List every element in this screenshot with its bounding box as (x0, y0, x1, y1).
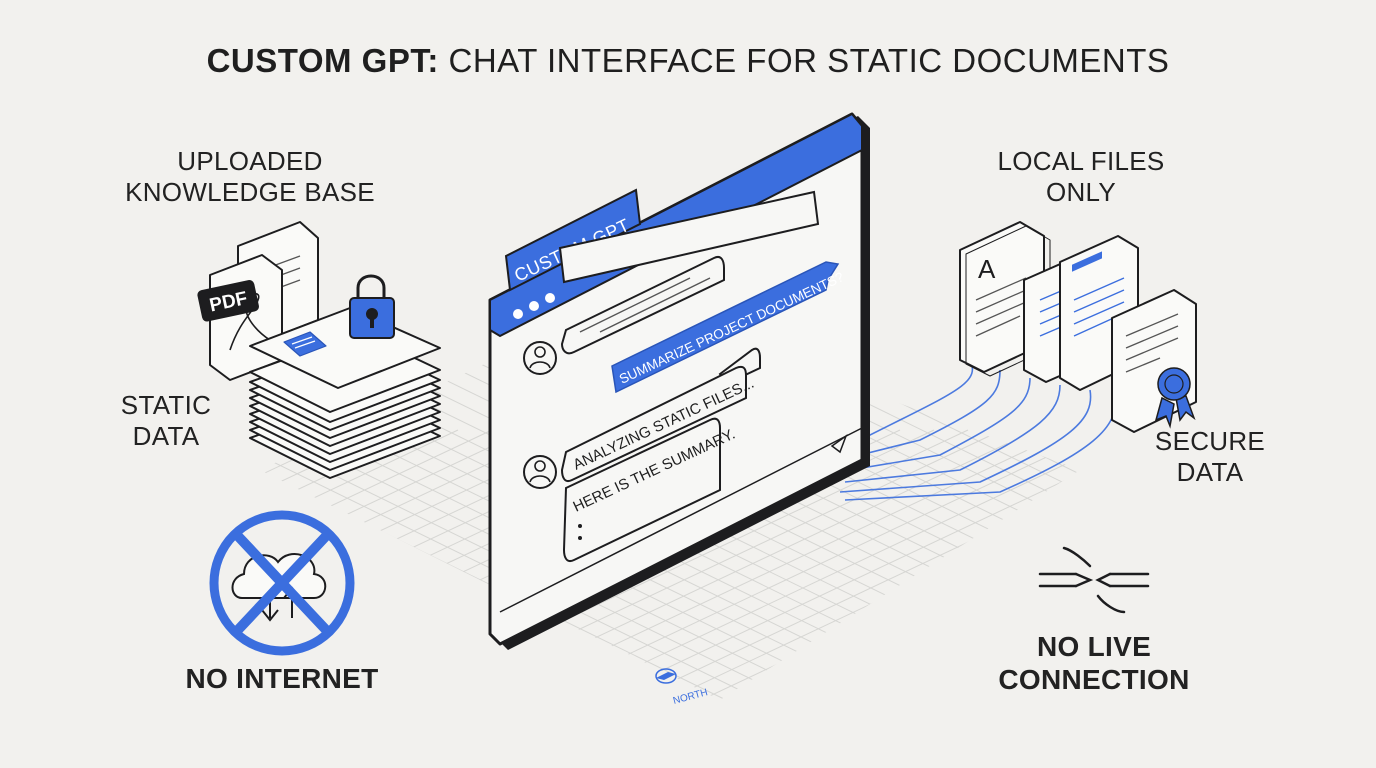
doc-letter: A (978, 254, 996, 284)
knowledge-label-line-2: KNOWLEDGE BASE (125, 177, 375, 207)
title-rest: CHAT INTERFACE FOR STATIC DOCUMENTS (438, 42, 1170, 79)
no-live-connection-label: NO LIVE CONNECTION (984, 630, 1204, 696)
local-files: A (959, 221, 1197, 433)
compass-label: NORTH (672, 687, 709, 707)
broken-connection-icon (1038, 546, 1150, 614)
local-label-line-1: LOCAL FILES (997, 146, 1165, 176)
static-label-line-2: DATA (132, 421, 200, 451)
no-live-line-2: CONNECTION (998, 664, 1190, 695)
knowledge-base-label: UPLOADED KNOWLEDGE BASE (120, 146, 380, 208)
send-icon[interactable] (830, 433, 848, 454)
static-data-label: STATIC DATA (106, 390, 226, 452)
secure-label-line-2: DATA (1176, 457, 1244, 487)
knowledge-base-stack: PDF (197, 221, 441, 479)
connection-lines (839, 359, 1117, 501)
title-bold: CUSTOM GPT: (206, 42, 439, 79)
static-label-line-1: STATIC (120, 390, 212, 420)
local-label-line-2: ONLY (1045, 177, 1117, 207)
knowledge-label-line-1: UPLOADED (177, 146, 323, 176)
assistant-avatar-icon (523, 341, 557, 375)
assistant-bubble-1 (560, 256, 725, 355)
no-live-line-1: NO LIVE (1036, 631, 1152, 662)
seal-icon (1154, 367, 1196, 429)
secure-label-line-1: SECURE (1154, 426, 1266, 456)
secure-data-label: SECURE DATA (1140, 426, 1280, 488)
no-internet-label: NO INTERNET (185, 663, 379, 694)
no-internet-icon (209, 510, 355, 656)
assistant-avatar-2-icon (523, 455, 557, 489)
local-files-label: LOCAL FILES ONLY (976, 146, 1186, 208)
top-input-box[interactable] (558, 190, 820, 284)
page-title: CUSTOM GPT: CHAT INTERFACE FOR STATIC DO… (0, 42, 1376, 80)
compass-icon: NORTH (655, 668, 709, 707)
